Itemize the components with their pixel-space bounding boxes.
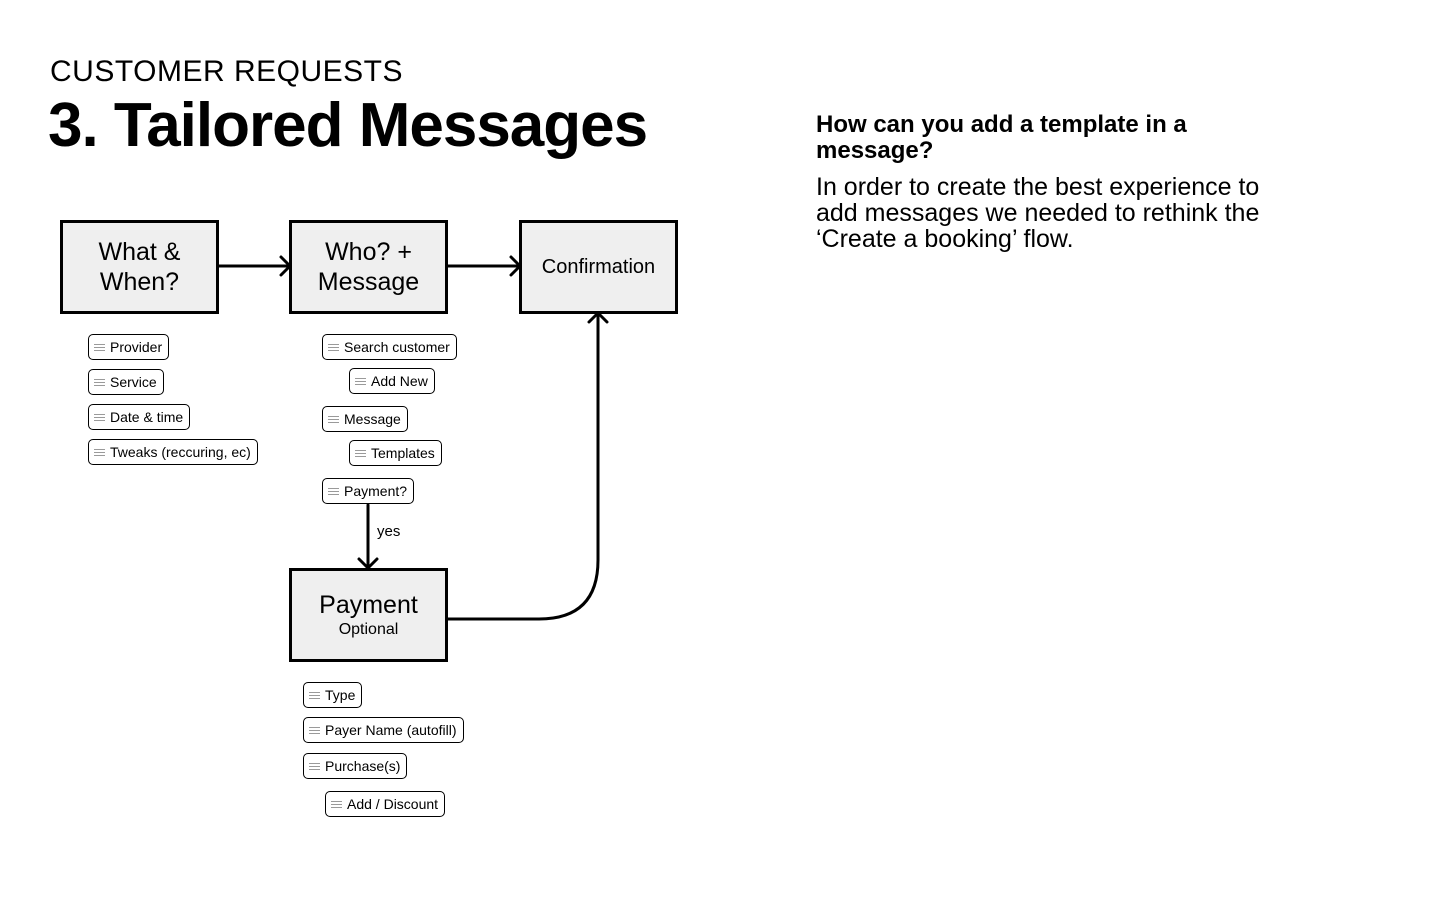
chip-payment-question[interactable]: Payment? bbox=[322, 478, 415, 504]
node-label: What & When? bbox=[98, 238, 181, 296]
chip-label: Date & time bbox=[110, 409, 184, 425]
chip-label: Templates bbox=[371, 445, 435, 461]
node-label: Payment bbox=[319, 591, 418, 619]
chip-templates[interactable]: Templates bbox=[349, 440, 442, 466]
chip-label: Search customer bbox=[344, 339, 450, 355]
side-answer: In order to create the best experience t… bbox=[816, 173, 1260, 253]
chip-type[interactable]: Type bbox=[303, 682, 363, 708]
chip-label: Type bbox=[325, 687, 356, 703]
chip-label: Payer Name (autofill) bbox=[325, 722, 457, 738]
drag-handle-icon[interactable] bbox=[328, 487, 339, 495]
node-label: Who? + Message bbox=[317, 238, 420, 296]
drag-handle-icon[interactable] bbox=[309, 762, 320, 770]
drag-handle-icon[interactable] bbox=[94, 413, 105, 421]
chip-label: Message bbox=[344, 411, 401, 427]
drag-handle-icon[interactable] bbox=[331, 800, 342, 808]
chip-search-customer[interactable]: Search customer bbox=[322, 334, 457, 360]
chip-add-discount[interactable]: Add / Discount bbox=[325, 791, 446, 817]
chip-date-time[interactable]: Date & time bbox=[88, 404, 191, 430]
page-title: 3. Tailored Messages bbox=[48, 91, 648, 160]
chip-label: Add New bbox=[371, 373, 428, 389]
section-eyebrow: CUSTOMER REQUESTS bbox=[50, 55, 403, 88]
chip-service[interactable]: Service bbox=[88, 369, 164, 395]
drag-handle-icon[interactable] bbox=[94, 343, 105, 351]
arrowhead-icon bbox=[587, 311, 609, 324]
drag-handle-icon[interactable] bbox=[328, 415, 339, 423]
chip-label: Payment? bbox=[344, 483, 408, 499]
flow-node-confirmation: Confirmation bbox=[519, 220, 678, 314]
edge-label-yes: yes bbox=[377, 523, 401, 540]
drag-handle-icon[interactable] bbox=[328, 343, 339, 351]
chip-label: Service bbox=[110, 374, 157, 390]
chip-label: Provider bbox=[110, 339, 163, 355]
side-question: How can you add a template in a message? bbox=[816, 111, 1187, 164]
drag-handle-icon[interactable] bbox=[355, 449, 366, 457]
drag-handle-icon[interactable] bbox=[309, 726, 320, 734]
side-panel: How can you add a template in a message?… bbox=[816, 111, 1296, 253]
flow-node-who-message: Who? + Message bbox=[289, 220, 448, 314]
chip-label: Purchase(s) bbox=[325, 758, 401, 774]
chip-add-new[interactable]: Add New bbox=[349, 368, 435, 394]
drag-handle-icon[interactable] bbox=[355, 377, 366, 385]
chip-payer-name[interactable]: Payer Name (autofill) bbox=[303, 717, 464, 743]
chip-label: Tweaks (reccuring, ec) bbox=[110, 444, 251, 460]
node-sublabel: Optional bbox=[338, 621, 399, 638]
chip-purchases[interactable]: Purchase(s) bbox=[303, 753, 408, 779]
flow-node-payment: Payment Optional bbox=[289, 568, 448, 662]
edge-payment-to-confirmation bbox=[445, 311, 600, 621]
chip-label: Add / Discount bbox=[347, 796, 439, 812]
flow-node-what-when: What & When? bbox=[60, 220, 219, 314]
drag-handle-icon[interactable] bbox=[94, 448, 105, 456]
chip-provider[interactable]: Provider bbox=[88, 334, 170, 360]
chip-message[interactable]: Message bbox=[322, 406, 408, 432]
drag-handle-icon[interactable] bbox=[309, 691, 320, 699]
arrowhead-icon bbox=[357, 557, 379, 570]
node-label: Confirmation bbox=[541, 256, 656, 278]
chip-tweaks[interactable]: Tweaks (reccuring, ec) bbox=[88, 439, 258, 465]
drag-handle-icon[interactable] bbox=[94, 378, 105, 386]
